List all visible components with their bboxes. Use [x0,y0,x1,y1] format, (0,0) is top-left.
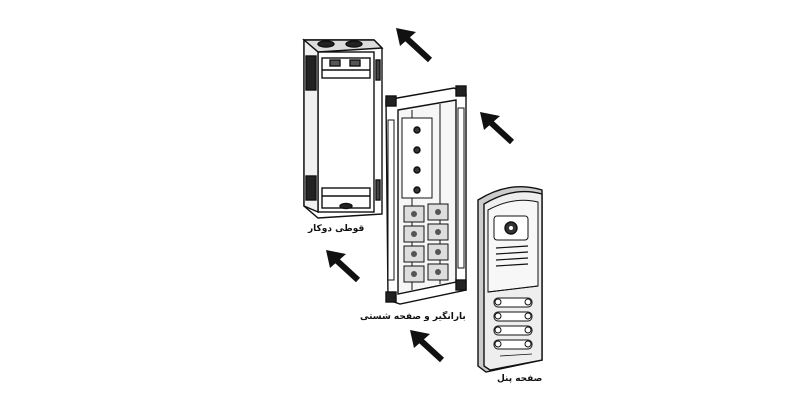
arrow-up-left-icon [410,330,445,363]
frame-label: بارانگیر و صفحه شستی [360,312,466,322]
arrow-up-left-icon [480,112,515,145]
mounting-box [302,38,384,219]
rain-frame [385,85,467,305]
arrows [326,28,515,363]
front-panel-label: صفحه پنل [497,374,543,384]
arrow-up-left-icon [396,28,433,63]
arrow-up-left-icon [326,250,361,283]
front-panel [477,185,543,373]
mounting-box-label: قوطی دوکار [308,224,365,234]
